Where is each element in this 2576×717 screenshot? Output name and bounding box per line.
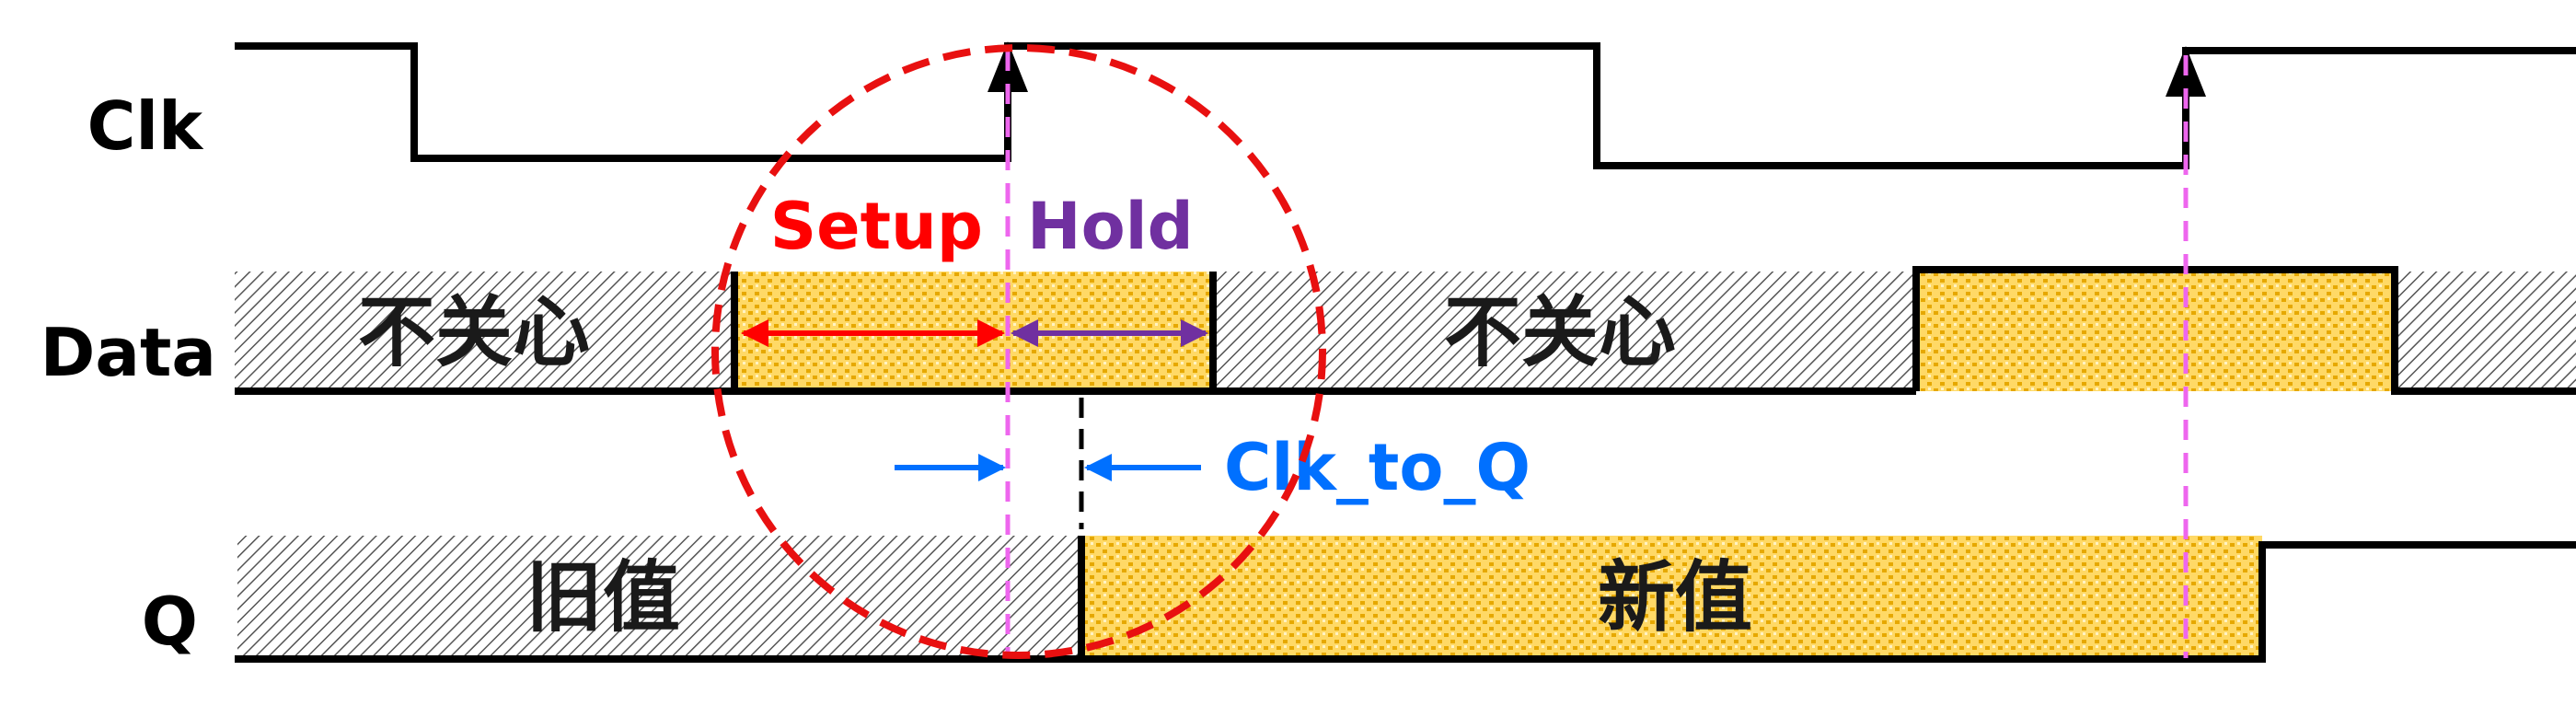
q-new-value-region — [1081, 536, 2262, 657]
clk-to-q-label: Clk_to_Q — [1224, 430, 1531, 505]
data-dont-care-label-1: 不关心 — [358, 287, 590, 377]
q-old-value-region — [237, 536, 1081, 657]
data-signal-label: Data — [40, 314, 216, 391]
setup-hold-window-circle — [711, 44, 1326, 659]
data-waveform — [235, 266, 2576, 395]
data-dont-care-region-1 — [235, 272, 734, 391]
data-dont-care-region-3 — [2395, 272, 2576, 391]
clk-signal-label: Clk — [87, 87, 205, 165]
clk-waveform — [235, 42, 2576, 169]
q-waveform — [235, 536, 2576, 663]
hold-label: Hold — [1027, 189, 1194, 264]
q-old-value-label: 旧值 — [526, 552, 680, 642]
data-valid-region-2 — [1916, 272, 2395, 391]
data-dont-care-label-2: 不关心 — [1444, 287, 1676, 377]
q-new-value-label: 新值 — [1598, 552, 1752, 642]
setup-label: Setup — [770, 189, 983, 264]
q-signal-label: Q — [142, 583, 198, 660]
